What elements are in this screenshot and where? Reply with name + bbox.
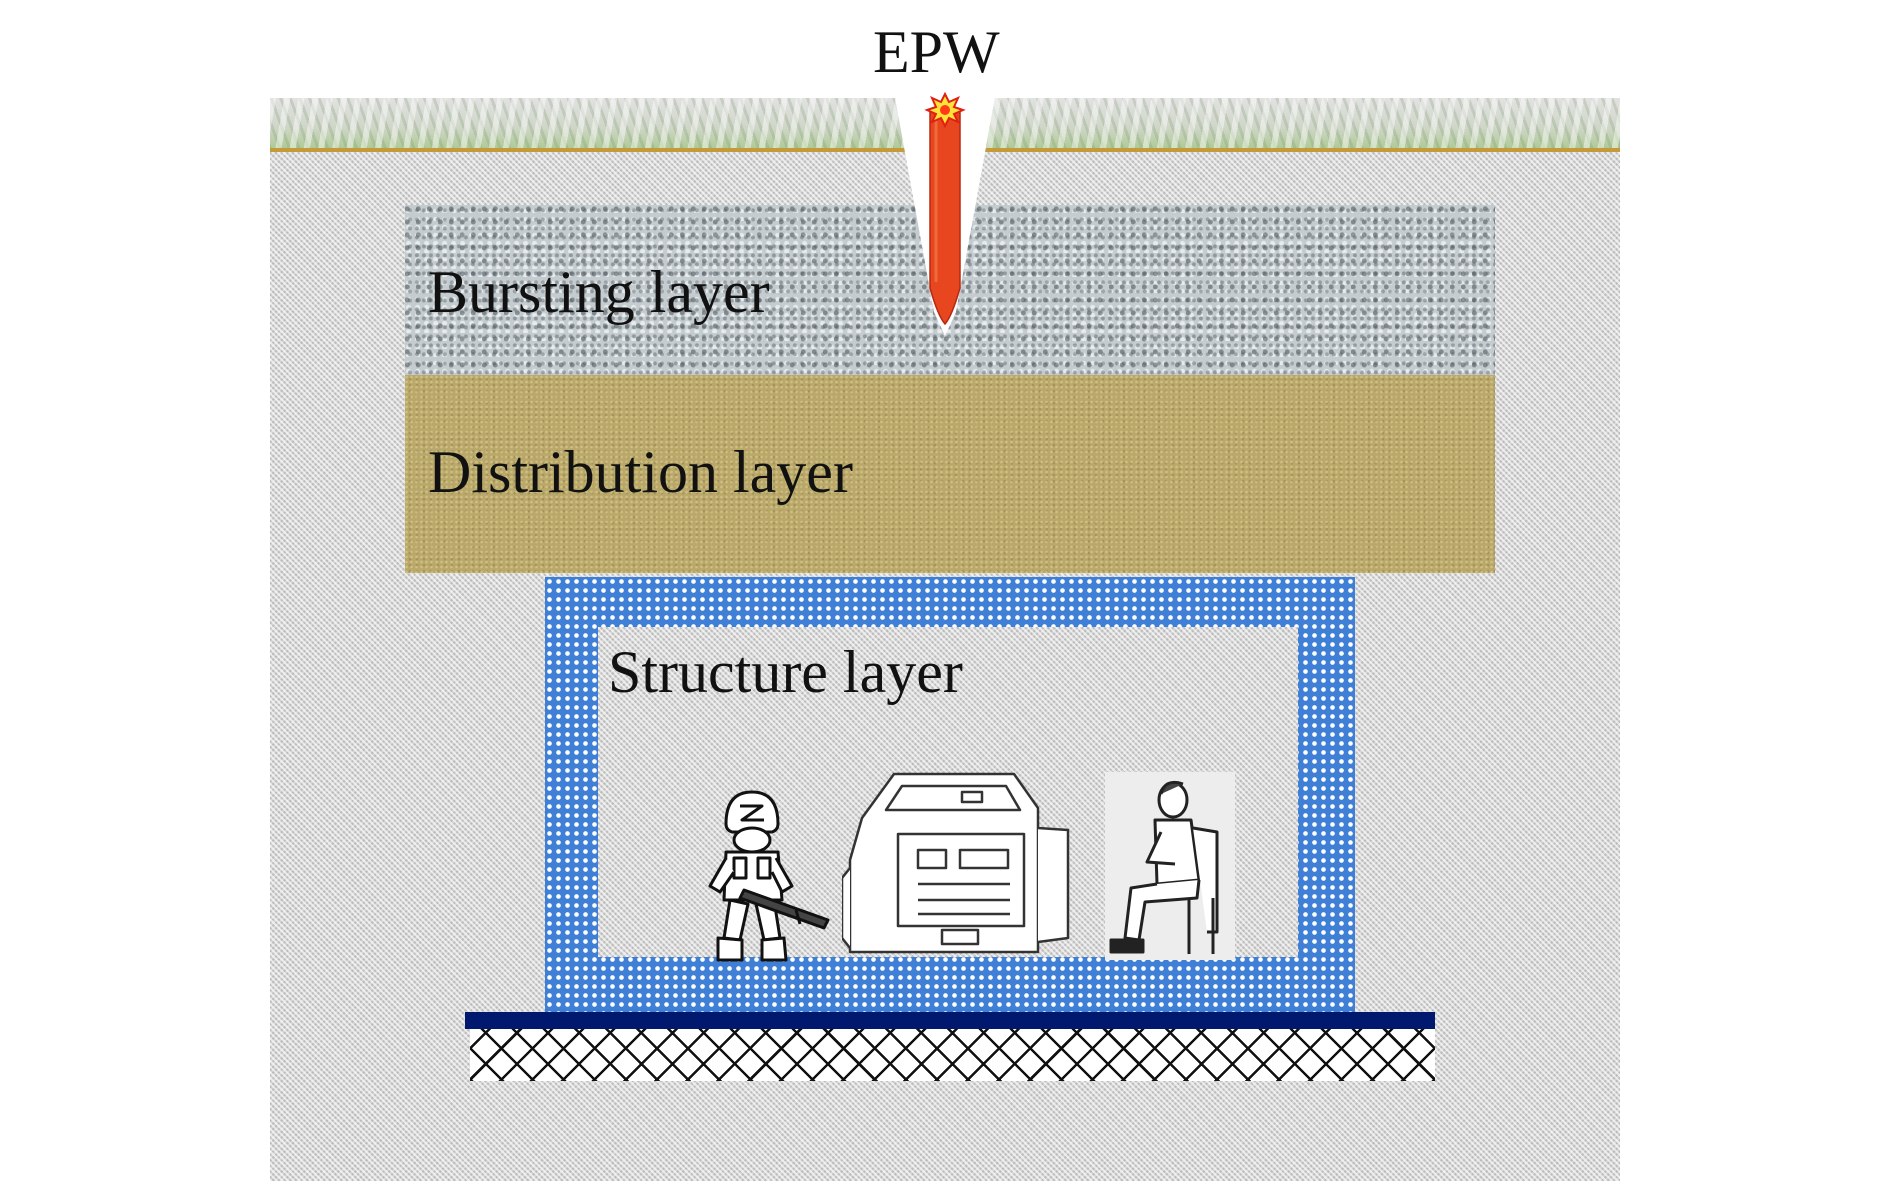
soldier-figure-icon — [708, 790, 830, 962]
foundation-slab — [465, 1012, 1435, 1029]
seated-person-figure-icon — [1105, 772, 1235, 960]
structure-layer-label: Structure layer — [608, 639, 963, 705]
bursting-layer-label: Bursting layer — [428, 259, 770, 325]
generator-machine-icon — [842, 772, 1070, 954]
epw-label: EPW — [873, 19, 1000, 85]
distribution-layer-label: Distribution layer — [428, 439, 853, 505]
foundation-hatch — [470, 1029, 1435, 1081]
epw-penetrator-icon — [894, 92, 996, 336]
distribution-layer — [405, 375, 1495, 573]
